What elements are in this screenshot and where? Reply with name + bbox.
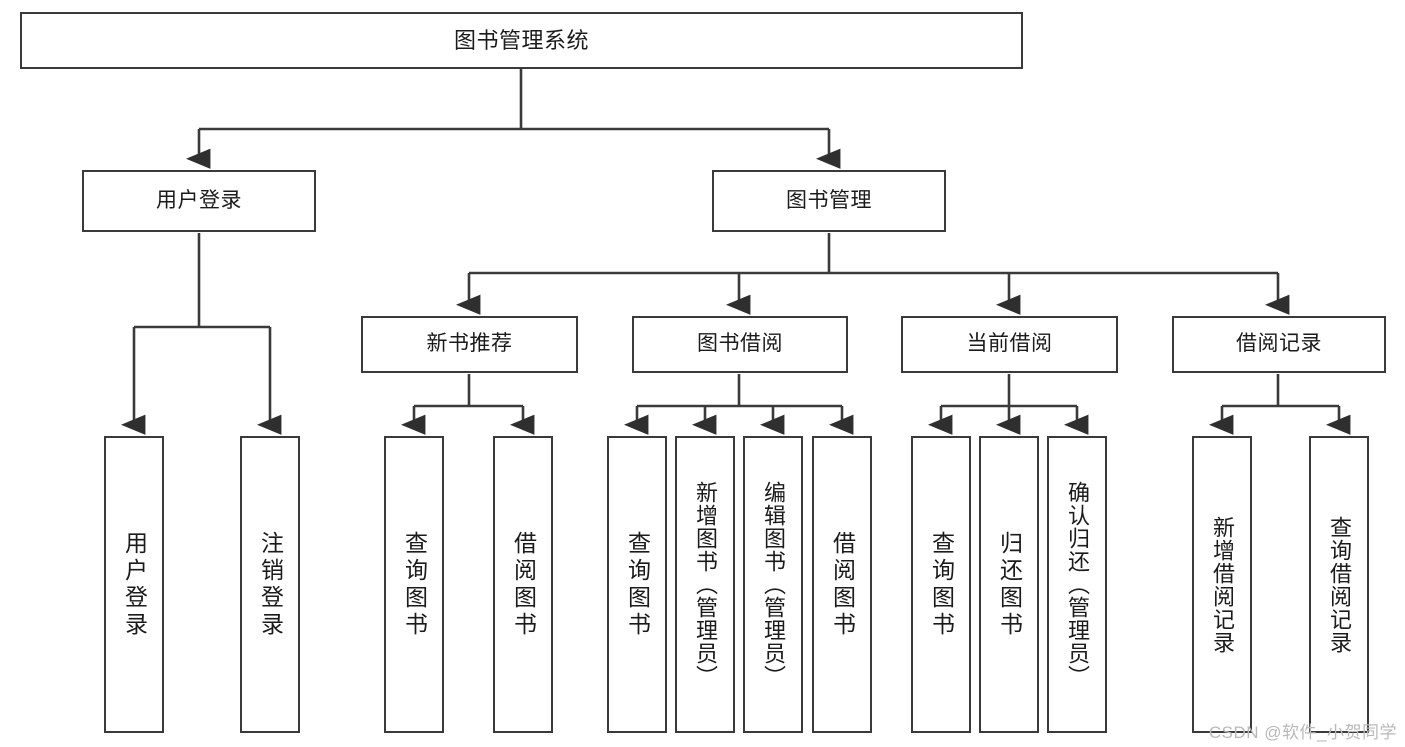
leaf-book-borrow-edit-label: 编辑图书（管理员） bbox=[761, 481, 786, 688]
leaf-new-book-borrow[interactable]: 借阅图书 bbox=[493, 436, 553, 733]
leaf-user-login-logout[interactable]: 注销登录 bbox=[240, 436, 300, 733]
leaf-current-borrow-return[interactable]: 归还图书 bbox=[979, 436, 1039, 733]
leaf-user-login-logout-label: 注销登录 bbox=[257, 530, 284, 639]
leaf-book-borrow-query[interactable]: 查询图书 bbox=[607, 436, 667, 733]
node-current-borrow-label: 当前借阅 bbox=[966, 332, 1053, 356]
leaf-book-borrow-borrow[interactable]: 借阅图书 bbox=[812, 436, 872, 733]
leaf-book-borrow-add[interactable]: 新增图书（管理员） bbox=[675, 436, 735, 733]
leaf-current-borrow-confirm-label: 确认归还（管理员） bbox=[1065, 481, 1090, 688]
node-book-borrow[interactable]: 图书借阅 bbox=[632, 316, 848, 373]
node-borrow-record-label: 借阅记录 bbox=[1236, 332, 1322, 356]
node-root-system-label: 图书管理系统 bbox=[453, 27, 589, 53]
node-user-login[interactable]: 用户登录 bbox=[82, 170, 316, 232]
leaf-user-login-login[interactable]: 用户登录 bbox=[104, 436, 164, 733]
node-book-management-label: 图书管理 bbox=[786, 188, 872, 212]
leaf-book-borrow-edit[interactable]: 编辑图书（管理员） bbox=[743, 436, 803, 733]
leaf-current-borrow-confirm[interactable]: 确认归还（管理员） bbox=[1047, 436, 1107, 733]
node-borrow-record[interactable]: 借阅记录 bbox=[1172, 316, 1386, 373]
leaf-new-book-query[interactable]: 查询图书 bbox=[384, 436, 444, 733]
watermark-text: CSDN @软件_小贺同学 bbox=[1208, 723, 1397, 742]
leaf-new-book-borrow-label: 借阅图书 bbox=[510, 530, 537, 639]
leaf-user-login-login-label: 用户登录 bbox=[121, 530, 148, 639]
leaf-new-book-query-label: 查询图书 bbox=[401, 530, 428, 639]
node-new-book-recommend-label: 新书推荐 bbox=[426, 332, 513, 356]
node-book-borrow-label: 图书借阅 bbox=[697, 332, 783, 356]
node-new-book-recommend[interactable]: 新书推荐 bbox=[361, 316, 578, 373]
node-book-management[interactable]: 图书管理 bbox=[712, 170, 946, 232]
leaf-book-borrow-borrow-label: 借阅图书 bbox=[829, 530, 856, 639]
node-user-login-label: 用户登录 bbox=[156, 188, 242, 212]
node-root-system[interactable]: 图书管理系统 bbox=[20, 12, 1023, 69]
leaf-borrow-record-query-label: 查询借阅记录 bbox=[1327, 515, 1352, 654]
leaf-borrow-record-query[interactable]: 查询借阅记录 bbox=[1309, 436, 1369, 733]
leaf-borrow-record-add-label: 新增借阅记录 bbox=[1210, 515, 1235, 654]
leaf-current-borrow-return-label: 归还图书 bbox=[996, 530, 1023, 639]
leaf-book-borrow-query-label: 查询图书 bbox=[624, 530, 651, 639]
leaf-current-borrow-query-label: 查询图书 bbox=[928, 530, 955, 639]
leaf-borrow-record-add[interactable]: 新增借阅记录 bbox=[1192, 436, 1252, 733]
leaf-book-borrow-add-label: 新增图书（管理员） bbox=[693, 481, 718, 688]
node-current-borrow[interactable]: 当前借阅 bbox=[901, 316, 1118, 373]
leaf-current-borrow-query[interactable]: 查询图书 bbox=[911, 436, 971, 733]
